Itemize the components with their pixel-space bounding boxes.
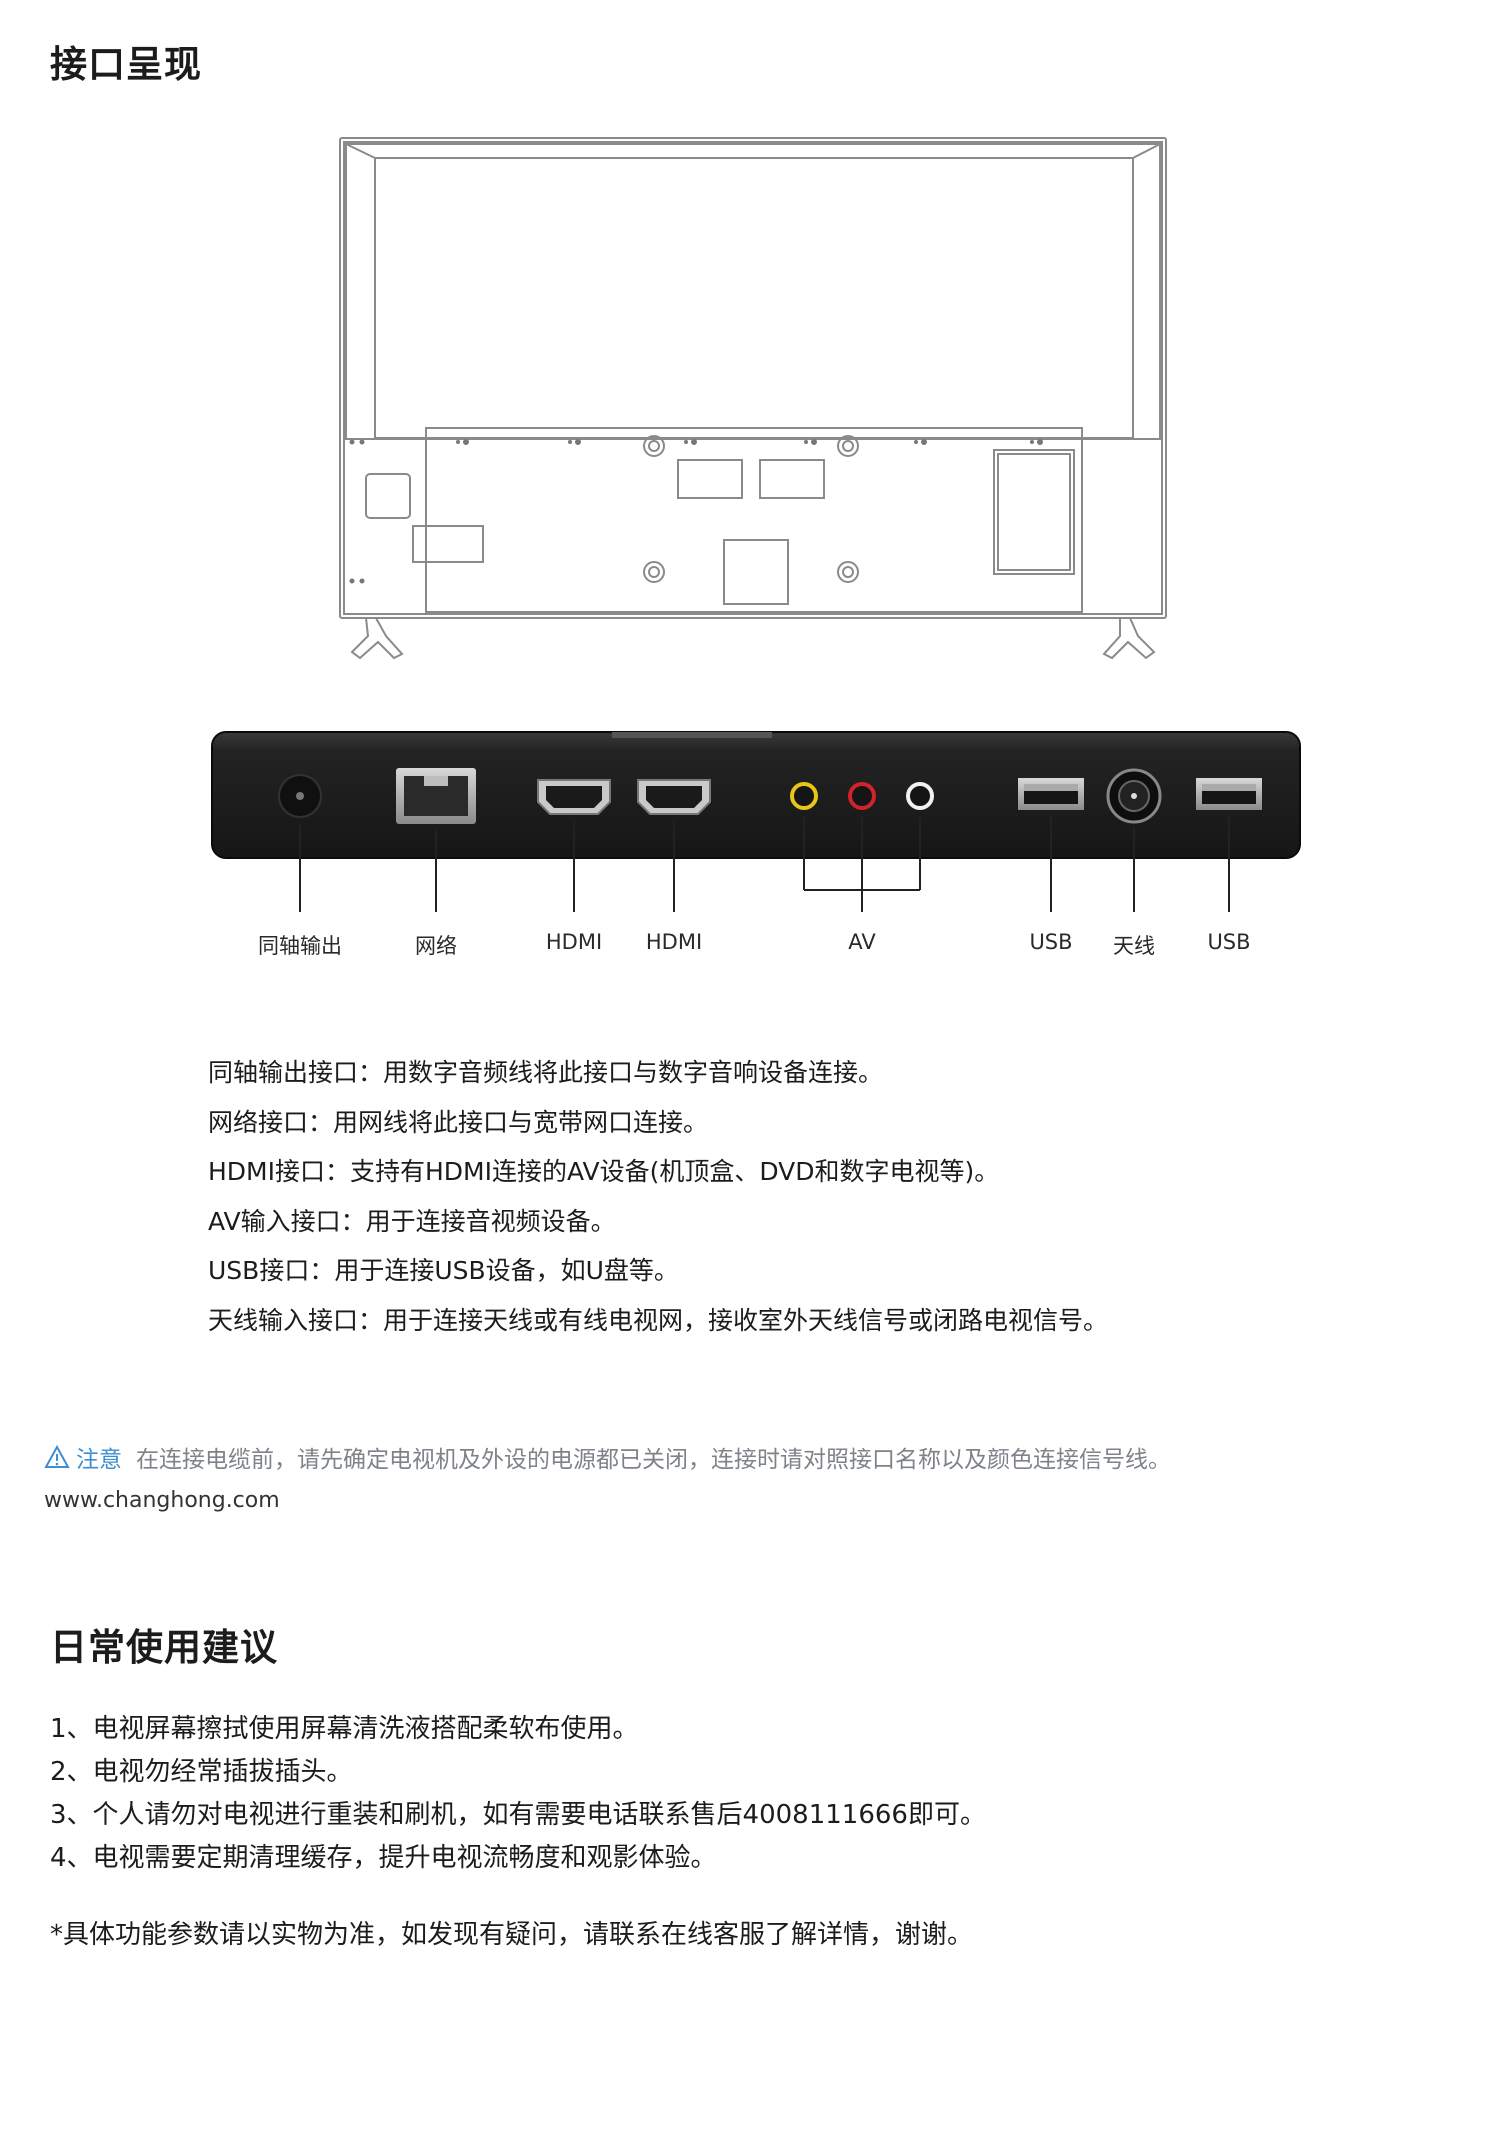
section-title-tips: 日常使用建议 (50, 1626, 278, 1669)
port-panel-diagram (211, 731, 1301, 912)
tip-item: 4、电视需要定期清理缓存，提升电视流畅度和观影体验。 (50, 1843, 717, 1873)
usb-port-2 (1196, 778, 1262, 810)
hdmi-port-2 (637, 779, 711, 815)
warning-icon (44, 1445, 70, 1468)
usb-port-1 (1018, 778, 1084, 810)
tv-back-diagram (339, 137, 1167, 660)
description-antenna: 天线输入接口：用于连接天线或有线电视网，接收室外天线信号或闭路电视信号。 (208, 1305, 1109, 1335)
description-network: 网络接口：用网线将此接口与宽带网口连接。 (208, 1107, 709, 1137)
port-label-usb-2: USB (1207, 930, 1251, 954)
notice-tag: 注意 (76, 1447, 122, 1473)
tip-item: 2、电视勿经常插拔插头。 (50, 1757, 353, 1787)
website-link[interactable]: www.changhong.com (44, 1488, 280, 1513)
port-label-antenna: 天线 (1113, 934, 1155, 958)
port-descriptions: 同轴输出接口：用数字音频线将此接口与数字音响设备连接。 网络接口：用网线将此接口… (208, 1048, 1108, 1345)
description-usb: USB接口：用于连接USB设备，如U盘等。 (208, 1256, 679, 1285)
av-ports (790, 782, 934, 810)
tip-item: 3、个人请勿对电视进行重装和刷机，如有需要电话联系售后4008111666即可。 (50, 1800, 986, 1830)
notice-line: 注意 在连接电缆前，请先确定电视机及外设的电源都已关闭，连接时请对照接口名称以及… (44, 1440, 1171, 1474)
tip-item: 1、电视屏幕擦拭使用屏幕清洗液搭配柔软布使用。 (50, 1714, 639, 1744)
description-av: AV输入接口：用于连接音视频设备。 (208, 1206, 616, 1236)
port-label-network: 网络 (415, 934, 457, 958)
description-hdmi: HDMI接口：支持有HDMI连接的AV设备(机顶盒、DVD和数字电视等)。 (208, 1157, 1000, 1186)
port-label-hdmi-1: HDMI (545, 930, 603, 954)
port-label-coaxial: 同轴输出 (258, 934, 342, 958)
port-label-usb-1: USB (1029, 930, 1073, 954)
tips-list: 1、电视屏幕擦拭使用屏幕清洗液搭配柔软布使用。 2、电视勿经常插拔插头。 3、个… (50, 1708, 986, 1880)
footnote: *具体功能参数请以实物为准，如发现有疑问，请联系在线客服了解详情，谢谢。 (50, 1920, 974, 1950)
notice-text: 在连接电缆前，请先确定电视机及外设的电源都已关闭，连接时请对照接口名称以及颜色连… (136, 1447, 1171, 1473)
antenna-port (1106, 768, 1162, 824)
port-label-av: AV (848, 930, 876, 954)
port-label-hdmi-2: HDMI (645, 930, 703, 954)
description-coaxial: 同轴输出接口：用数字音频线将此接口与数字音响设备连接。 (208, 1058, 884, 1087)
ethernet-port (396, 768, 476, 824)
coaxial-output-port (278, 774, 322, 818)
hdmi-port-1 (537, 779, 611, 815)
section-title-interface: 接口呈现 (50, 43, 202, 86)
